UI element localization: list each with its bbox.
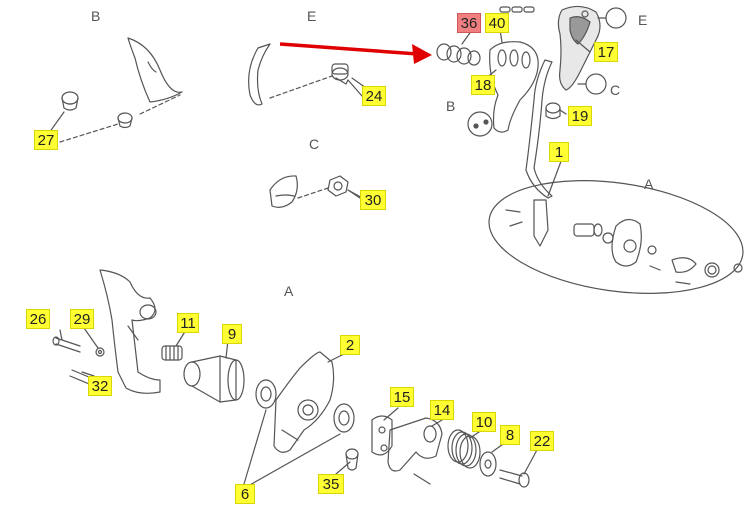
callout-part-6: 6 — [235, 484, 255, 504]
grip-18 — [489, 41, 539, 133]
trigger-slots-top — [499, 6, 535, 13]
callout-part-10: 10 — [472, 412, 496, 432]
callout-part-27: 27 — [34, 130, 58, 150]
view-letter-e-top: E — [307, 8, 317, 24]
lever-bracket — [99, 269, 161, 394]
view-b-screw-27 — [61, 91, 79, 111]
callout-part-26: 26 — [26, 309, 50, 329]
callout-part-8: 8 — [500, 425, 520, 445]
callout-part-15: 15 — [390, 387, 414, 407]
pin-26 — [52, 336, 81, 353]
callout-part-30: 30 — [360, 190, 386, 210]
callout-part-35: 35 — [318, 474, 344, 494]
view-letter-c-mid: C — [309, 136, 320, 152]
callout-part-22: 22 — [530, 431, 554, 451]
callout-part-40: 40 — [485, 13, 509, 33]
view-b-handle-outline — [127, 37, 183, 103]
nut-29 — [95, 347, 105, 357]
inset-a-frame — [488, 180, 744, 294]
callout-part-29: 29 — [70, 309, 94, 329]
screw-35 — [345, 448, 359, 471]
view-letter-c-inset: C — [610, 82, 621, 98]
callout-part-1: 1 — [549, 142, 569, 162]
callout-part-18: 18 — [471, 75, 495, 95]
view-letter-e-inset: E — [638, 12, 648, 28]
view-b-screw-small — [117, 112, 133, 129]
callout-part-36: 36 — [457, 13, 481, 33]
shaft-9 — [183, 355, 245, 403]
grip-rings-36 — [436, 43, 481, 66]
view-e-screw-24 — [331, 63, 349, 85]
view-letter-b-top: B — [91, 8, 101, 24]
washer-6a — [255, 379, 277, 409]
callout-part-24: 24 — [362, 86, 386, 106]
view-c-nut-30 — [327, 175, 349, 197]
callout-part-17: 17 — [594, 42, 618, 62]
lever-14 — [387, 417, 443, 485]
view-letter-a-main: A — [284, 283, 294, 299]
callout-part-2: 2 — [340, 335, 360, 355]
rod-1 — [525, 59, 553, 199]
spring-10 — [447, 429, 481, 469]
washer-8 — [479, 451, 497, 477]
washer-6b — [333, 403, 355, 433]
view-c-handle-outline — [269, 175, 298, 208]
inset-a-parts — [505, 199, 743, 285]
callout-part-9: 9 — [222, 324, 242, 344]
bearing-11 — [161, 345, 183, 361]
view-letter-a-inset: A — [644, 176, 654, 192]
bushing-19 — [545, 102, 561, 120]
view-letter-b-inset: B — [446, 98, 456, 114]
view-e-handle-outline — [248, 43, 271, 106]
callout-part-19: 19 — [568, 106, 592, 126]
link-15 — [371, 415, 393, 456]
callout-part-11: 11 — [177, 313, 199, 333]
red-pointer-arrow — [279, 42, 432, 64]
callout-part-14: 14 — [430, 400, 454, 420]
callout-part-32: 32 — [88, 376, 112, 396]
plate-2 — [273, 351, 335, 453]
handle-17 — [557, 5, 601, 91]
